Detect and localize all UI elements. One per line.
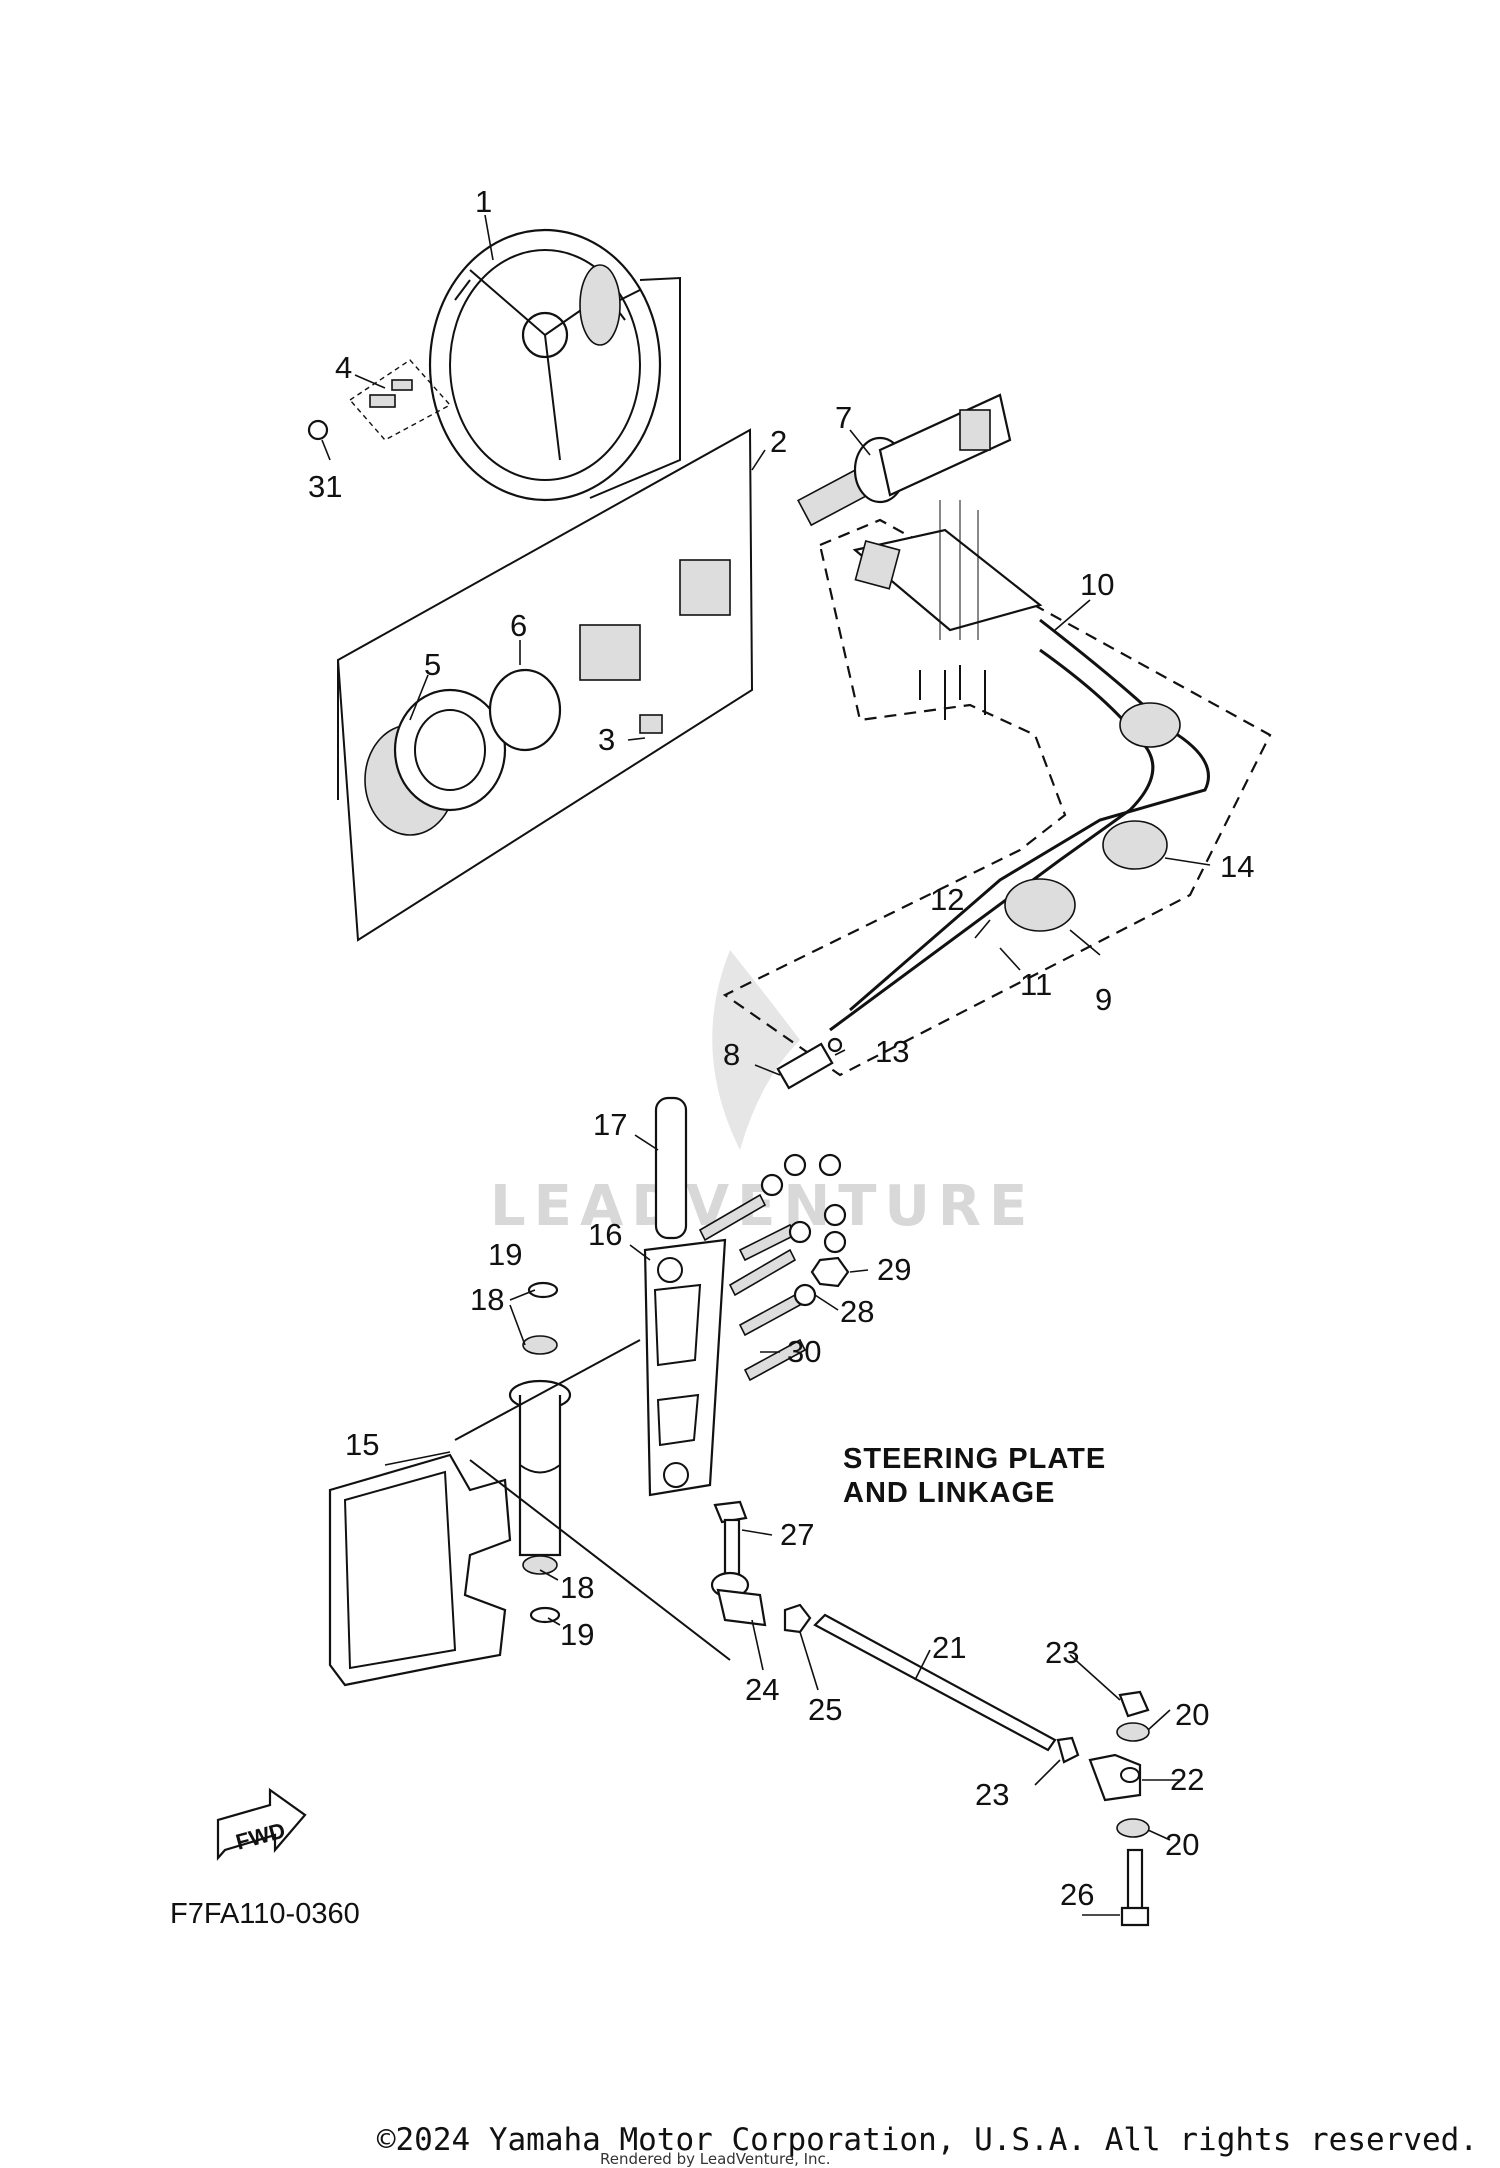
callout-28: 28 (840, 1294, 874, 1329)
steering-cylinder (797, 393, 1012, 527)
watermark: LEADVENTURE (490, 950, 1027, 1239)
callout-20-upper: 20 (1175, 1697, 1209, 1732)
diagram-title-line-1: STEERING PLATE (843, 1443, 1106, 1475)
nut-25 (783, 1603, 812, 1634)
steering-arm (328, 1379, 572, 1687)
callout-16: 16 (588, 1217, 622, 1252)
callout-7: 7 (835, 400, 852, 435)
callout-17: 17 (593, 1107, 627, 1142)
diagram-code: F7FA110-0360 (170, 1898, 360, 1930)
callout-8: 8 (723, 1037, 740, 1072)
callout-4: 4 (335, 350, 352, 385)
nut-31 (307, 419, 329, 441)
callout-10: 10 (1080, 567, 1114, 602)
rendered-by-note: Rendered by LeadVenture, Inc. (600, 2150, 831, 2168)
circlip-19-bottom (529, 1606, 561, 1624)
cable-bolts (919, 500, 986, 720)
callout-3: 3 (598, 722, 615, 757)
cable-end (776, 1037, 843, 1090)
joint-24 (710, 1571, 767, 1627)
callout-9: 9 (1095, 982, 1112, 1017)
nut-23-lower (1056, 1736, 1080, 1764)
callout-31: 31 (308, 469, 342, 504)
cable-assembly-outline (722, 518, 1272, 1077)
washer-18-bottom (522, 1555, 558, 1575)
callout-11: 11 (1020, 967, 1052, 1002)
callout-24: 24 (745, 1672, 779, 1707)
callout-18-top: 18 (470, 1282, 504, 1317)
bolt-27 (713, 1500, 748, 1577)
circlip-19-top (527, 1281, 559, 1299)
callout-23-upper: 23 (1045, 1635, 1079, 1670)
emblem-plate (348, 359, 452, 441)
washer-20-upper (1116, 1722, 1150, 1742)
callout-21: 21 (932, 1630, 966, 1665)
callout-29: 29 (877, 1252, 911, 1287)
callout-27: 27 (780, 1517, 814, 1552)
callout-14: 14 (1220, 849, 1254, 884)
leader-bracket-1 (589, 276, 681, 499)
callouts: 1 2 3 4 5 6 7 8 9 10 11 12 13 14 15 16 1… (308, 184, 1254, 1912)
nut-23-upper (1118, 1690, 1150, 1718)
callout-6: 6 (510, 608, 527, 643)
helm-assembly (364, 559, 731, 836)
steering-wheel (428, 228, 662, 502)
callout-15: 15 (345, 1427, 379, 1462)
leader-lines (321, 214, 1211, 1916)
helm-box-outline (336, 428, 754, 942)
callout-2: 2 (770, 424, 787, 459)
fwd-arrow: FWD (216, 1787, 307, 1861)
diagram-title-line-2: AND LINKAGE (843, 1477, 1055, 1509)
studs (698, 1193, 807, 1382)
callout-13: 13 (875, 1034, 909, 1069)
joint-22 (1088, 1753, 1142, 1802)
cable-main (849, 618, 1210, 1012)
bolt-26 (1120, 1848, 1150, 1927)
grommets (1004, 702, 1181, 932)
callout-20-lower: 20 (1165, 1827, 1199, 1862)
callout-22: 22 (1170, 1762, 1204, 1797)
washers-nuts (760, 1153, 850, 1307)
washer-20-lower (1116, 1818, 1150, 1838)
callout-1: 1 (475, 184, 492, 219)
callout-30: 30 (787, 1334, 821, 1369)
copyright-notice: ©2024 Yamaha Motor Corporation, U.S.A. A… (376, 2122, 1478, 2158)
harness-box (852, 528, 1043, 632)
callout-26: 26 (1060, 1877, 1094, 1912)
callout-25: 25 (808, 1692, 842, 1727)
callout-19-top: 19 (488, 1237, 522, 1272)
callout-12: 12 (930, 882, 964, 917)
callout-23-lower: 23 (975, 1777, 1009, 1812)
steering-pillar (643, 1238, 727, 1497)
callout-18-bottom: 18 (560, 1570, 594, 1605)
tie-rod (813, 1613, 1057, 1752)
callout-19-bottom: 19 (560, 1617, 594, 1652)
washer-18-top (522, 1335, 558, 1355)
shaft-17 (654, 1096, 688, 1240)
callout-5: 5 (424, 647, 441, 682)
